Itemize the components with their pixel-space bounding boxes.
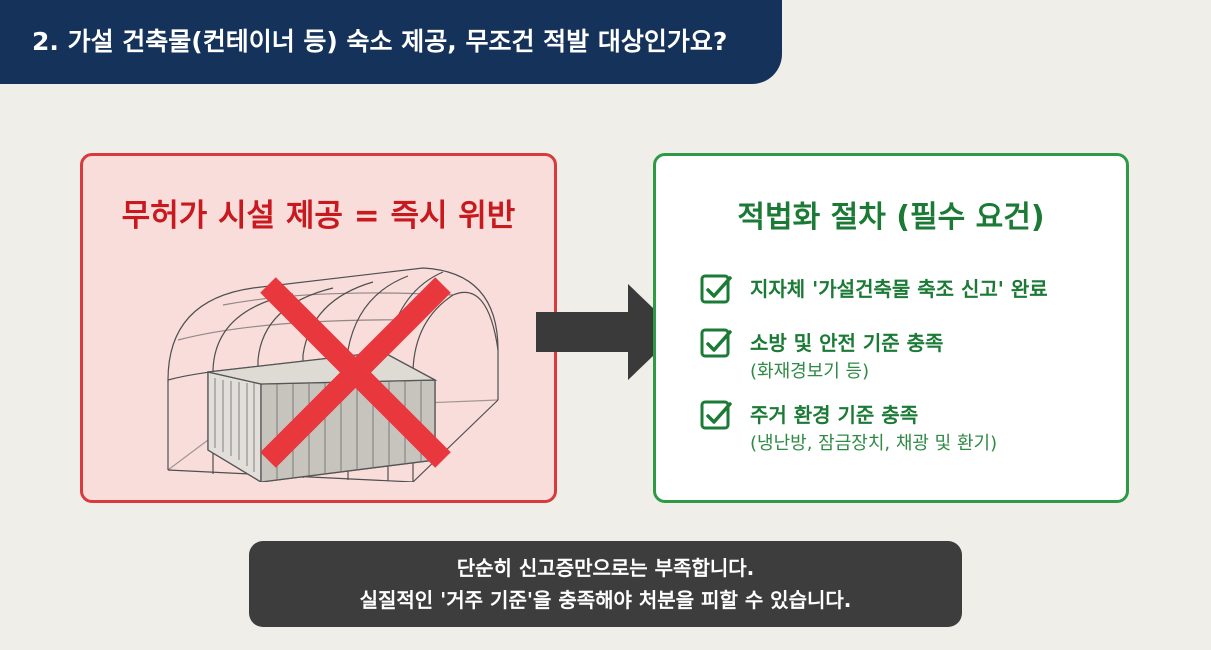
requirement-note: (냉난방, 잠금장치, 채광 및 환기) [750,433,998,454]
header-banner: 2. 가설 건축물(컨테이너 등) 숙소 제공, 무조건 적발 대상인가요? [0,0,782,84]
requirement-text: 지자체 '가설건축물 축조 신고' 완료 [750,277,1048,301]
greenhouse-container-illustration [167,267,499,482]
requirement-note: (화재경보기 등) [750,361,870,382]
legalization-title: 적법화 절차 (필수 요건) [737,200,1045,235]
page-title: 2. 가설 건축물(컨테이너 등) 숙소 제공, 무조건 적발 대상인가요? [32,27,728,56]
bottom-note-line: 실질적인 '거주 기준'을 충족해야 처분을 피할 수 있습니다. [359,588,852,612]
arrow-right-icon [536,284,678,380]
violation-title: 무허가 시설 제공 = 즉시 위반 [121,198,516,234]
requirement-text: 주거 환경 기준 충족 [750,403,919,427]
violation-panel: 무허가 시설 제공 = 즉시 위반 [80,153,557,503]
bottom-note-line: 단순히 신고증만으로는 부족합니다. [456,556,755,580]
checkbox-checked-icon [700,274,732,304]
legalization-panel: 적법화 절차 (필수 요건) 지자체 '가설건축물 축조 신고' 완료 소방 및… [653,153,1129,503]
checkbox-checked-icon [700,328,732,358]
checkbox-checked-icon [700,400,732,430]
bottom-note: 단순히 신고증만으로는 부족합니다. 실질적인 '거주 기준'을 충족해야 처분… [249,541,962,627]
requirement-text: 소방 및 안전 기준 충족 [750,331,944,355]
